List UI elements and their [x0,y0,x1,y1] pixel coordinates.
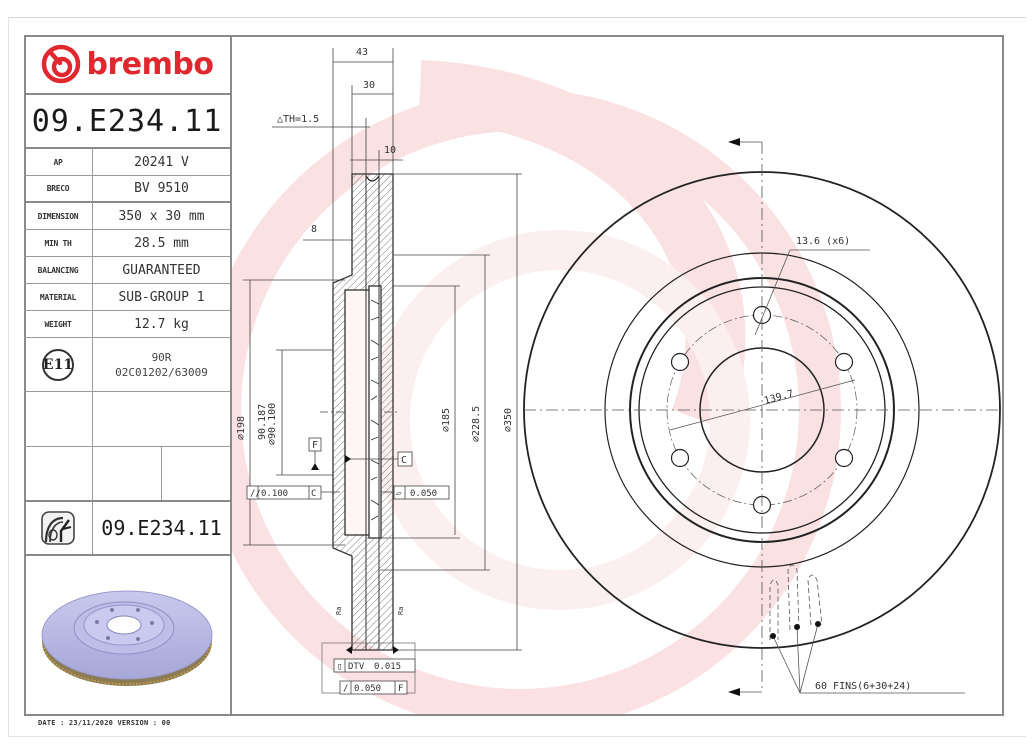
spec-label: WEIGHT [24,311,93,337]
dtv-label: DTV [348,662,365,672]
spec-value: 12.7 kg [134,316,189,332]
spec-value: BV 9510 [134,181,189,196]
reference-part-number: 09.E234.11 [101,516,222,540]
spec-value: GUARANTEED [122,262,201,278]
delta-th: △TH=1.5 [277,114,319,125]
technical-drawing: F C // 0.100 C ▱ 0.050 [232,37,1002,714]
drawing-date-version: DATE : 23/11/2020 VERSION : 00 [38,719,171,727]
dia-friction-ring: ⌀228.5 [471,406,482,442]
spec-value: SUB-GROUP 1 [118,289,205,305]
flatness-tolerance: 0.050 [410,489,437,499]
spec-row-material: MATERIAL SUB-GROUP 1 [24,284,230,311]
section-view: F C // 0.100 C ▱ 0.050 [236,47,522,695]
product-image [24,556,230,714]
spec-row-balancing: BALANCING GUARANTEED [24,257,230,284]
cert-approval: 02C01202/63009 [115,365,208,379]
e11-mark-icon: E11 [42,348,74,381]
page-border-left [8,17,9,737]
spec-label: BALANCING [24,257,93,283]
dia-inner-friction: ⌀185 [441,408,452,432]
cert-text: 90R 02C01202/63009 [93,338,230,391]
fins-note: 60 FINS(6+30+24) [815,681,911,692]
blank-cell [24,447,93,500]
dim-overall-width: 43 [356,47,368,58]
part-number-row: 09.E234.11 [24,95,230,149]
dim-disc-thickness: 30 [363,80,375,91]
spec-label: MIN TH [24,230,93,256]
spec-row-breco: BRECO BV 9510 [24,176,230,203]
dia-hat: ⌀198 [236,416,247,440]
dim-vane-gap: 10 [384,145,396,156]
cert-icon-cell: E11 [24,338,93,391]
svg-text:▯: ▯ [337,662,342,672]
page-border-bottom [8,736,1026,737]
blank-row [24,392,230,447]
datum-f-label: F [312,440,318,451]
brembo-logo-icon [41,44,80,84]
front-view: 13.6 (x6) 139.7 60 FINS(6+30+24) [523,138,1001,696]
part-number: 09.E234.11 [31,103,223,139]
spec-value: 28.5 mm [134,235,189,251]
brand-name: brembo [86,46,214,82]
dia-outer: ⌀350 [503,408,514,432]
spec-row-min-th: MIN TH 28.5 mm [24,230,230,257]
datum-c-label: C [401,455,407,466]
parallelism-tolerance: 0.100 [261,489,288,499]
spec-value: 350 x 30 mm [118,208,205,224]
roughness-left: Ra [335,607,343,615]
spec-row-weight: WEIGHT 12.7 kg [24,311,230,338]
brand-logo: brembo [24,35,230,95]
spec-label: MATERIAL [24,284,93,310]
brake-disc-3d-image [41,590,213,686]
spec-value: 20241 V [134,154,189,170]
drawing-frame [24,35,1004,716]
bolt-hole-spec: 13.6 (x6) [796,236,850,247]
spec-row-ap: AP 20241 V [24,149,230,176]
dia-bore-max: 90.187 [257,404,268,440]
spec-label: BRECO [24,176,93,201]
title-block: brembo 09.E234.11 AP 20241 V BRECO BV 95… [24,35,232,716]
dim-hat-offset: 8 [311,224,317,235]
runout-ref: F [398,684,403,694]
spec-label: DIMENSION [24,203,93,229]
pcd-value: 139.7 [763,388,795,406]
ref-icon-cell [24,502,93,554]
dia-bore-min: ⌀90.100 [267,403,278,445]
reference-row: 09.E234.11 [24,502,230,556]
dtv-value: 0.015 [374,662,401,672]
page-border-top [8,17,1026,18]
certification-row: E11 90R 02C01202/63009 [24,338,230,392]
cert-regulation: 90R [151,350,172,364]
disc-caliper-icon [41,511,75,545]
svg-text:/: / [343,684,348,694]
blank-cell [24,392,93,446]
runout-value: 0.050 [354,684,381,694]
parallelism-ref: C [311,489,316,499]
svg-text:▱: ▱ [396,489,402,499]
roughness-right: Ra [397,607,405,615]
blank-cell [93,447,162,500]
spec-row-dimension: DIMENSION 350 x 30 mm [24,203,230,230]
blank-row [24,447,230,502]
svg-text://: // [250,489,261,499]
spec-label: AP [24,149,93,175]
